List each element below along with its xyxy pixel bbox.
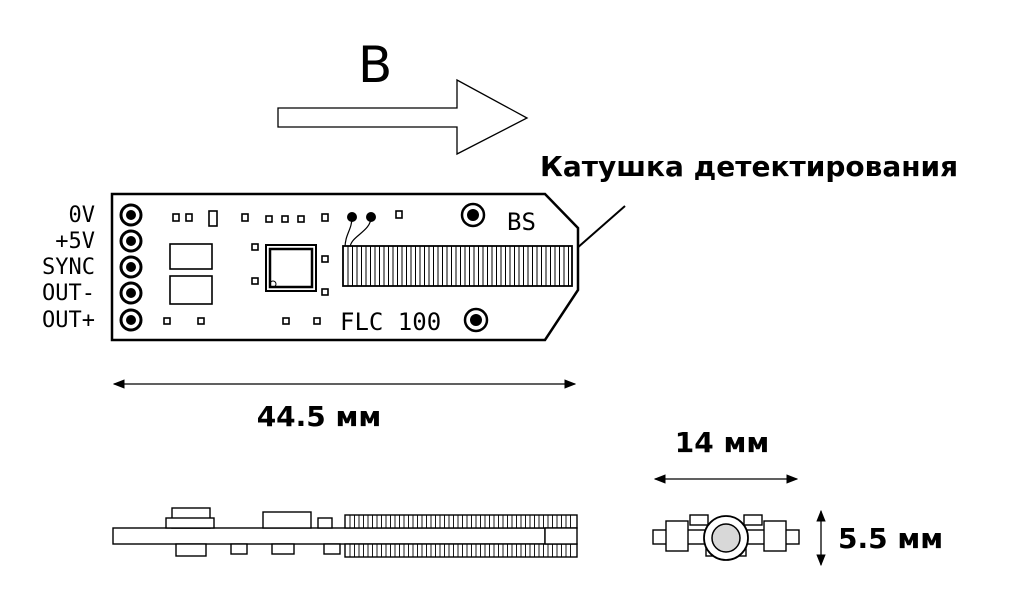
mounting-hole — [463, 307, 489, 333]
board-end-view — [652, 514, 800, 561]
pin-label-5v: +5V — [55, 229, 95, 254]
field-label: B — [358, 36, 392, 94]
board-side-view — [112, 507, 578, 558]
coil-leads — [344, 212, 376, 249]
board-model-label: FLC 100 — [340, 308, 441, 336]
detection-coil — [342, 245, 573, 287]
field-direction-arrow — [277, 78, 529, 156]
board-label-bs: BS — [507, 208, 536, 236]
ic-chip — [265, 244, 317, 292]
pin-label-sync: SYNC — [42, 255, 95, 280]
mounting-hole — [460, 202, 486, 228]
callout-label: Катушка детектирования — [540, 150, 958, 183]
height-dimension-label: 5.5 мм — [838, 522, 943, 555]
pin-labels: 0V +5V SYNC OUT- OUT+ — [42, 203, 95, 333]
pin-label-out-plus: OUT+ — [42, 308, 95, 333]
length-dimension-label: 44.5 мм — [257, 400, 382, 433]
width-dimension-label: 14 мм — [675, 426, 770, 459]
board-top-view: BS FLC 100 — [110, 192, 580, 342]
smd-components — [163, 210, 403, 325]
pin-label-out-minus: OUT- — [42, 281, 95, 306]
pin-label-0v: 0V — [69, 203, 96, 228]
pin-pads — [119, 203, 143, 332]
